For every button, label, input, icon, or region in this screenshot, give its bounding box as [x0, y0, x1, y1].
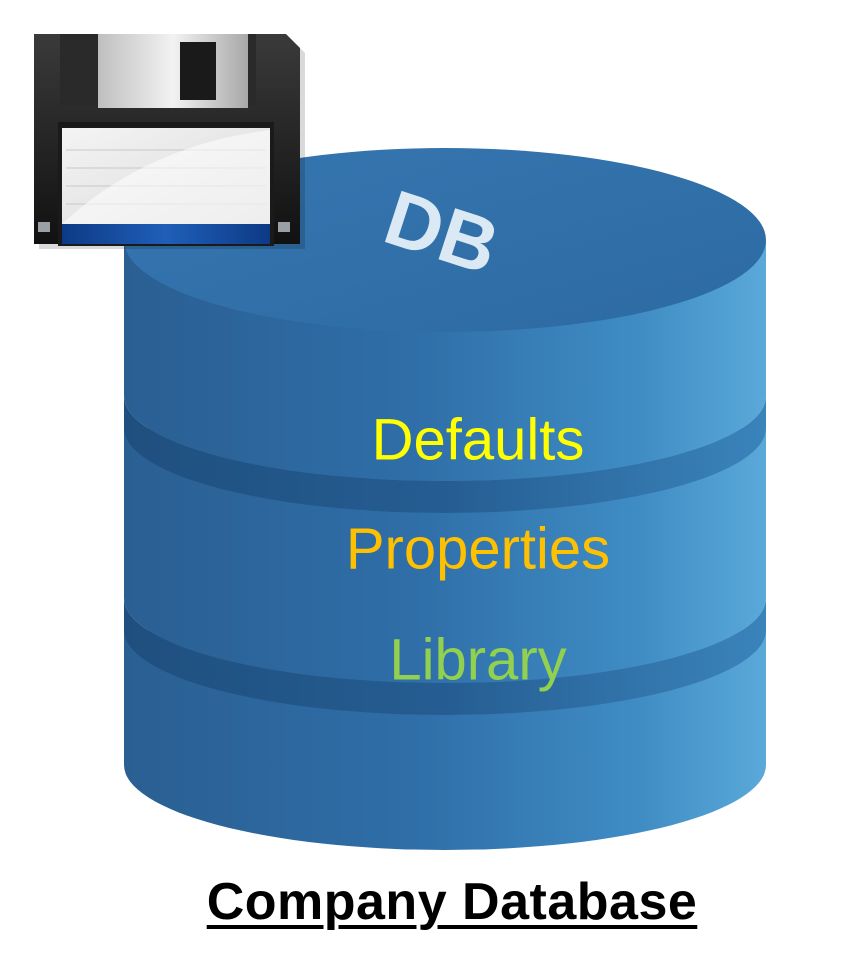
caption-title: Company Database [206, 873, 698, 931]
defaults-label: Defaults [372, 407, 585, 472]
floppy-disk-icon [34, 34, 305, 249]
library-label: Library [389, 627, 566, 692]
database-cylinder-icon: DB [124, 148, 766, 850]
properties-label: Properties [346, 516, 610, 581]
